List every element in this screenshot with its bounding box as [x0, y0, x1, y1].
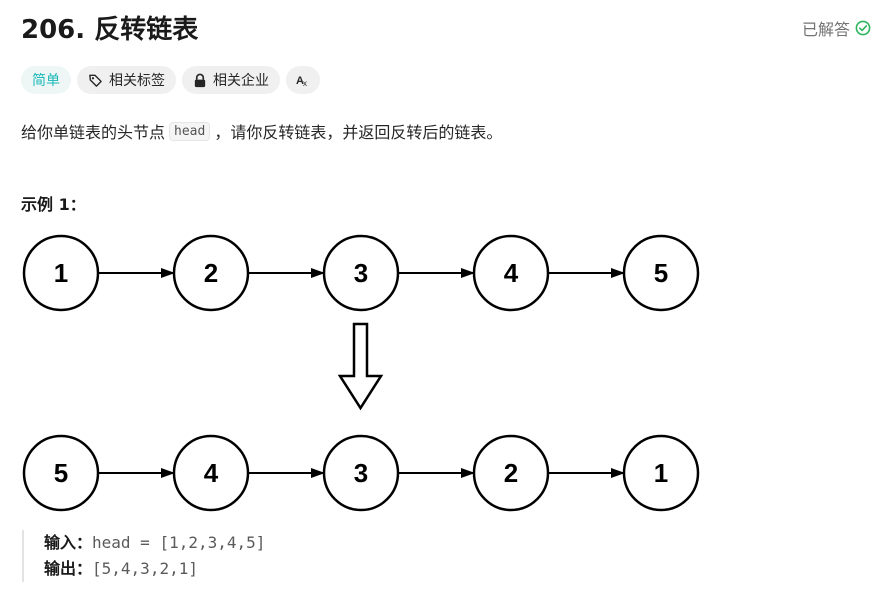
problem-title: 206. 反转链表 [21, 15, 199, 45]
original-list-node: 1 [22, 234, 100, 312]
svg-text:A: A [296, 75, 304, 87]
description-suffix: ，请你反转链表，并返回反转后的链表。 [214, 123, 503, 142]
input-label: 输入： [44, 533, 93, 552]
related-companies-label: 相关企业 [213, 73, 269, 89]
node-value: 3 [354, 258, 368, 288]
reversed-list-node: 1 [622, 434, 700, 512]
reversed-list-node: 5 [22, 434, 100, 512]
reversed-list-node: 3 [322, 434, 400, 512]
solved-label: 已解答 [801, 20, 850, 39]
node-value: 1 [654, 458, 668, 488]
original-list-node: 5 [622, 234, 700, 312]
node-value: 3 [354, 458, 368, 488]
tag-icon [89, 74, 102, 87]
output-value: [5,4,3,2,1] [92, 559, 198, 578]
example-title: 示例 1： [21, 195, 86, 214]
output-label: 输出： [44, 559, 93, 578]
inline-code-head: head [169, 121, 211, 141]
original-list: 1 2 3 4 5 [22, 234, 700, 312]
related-tags-label: 相关标签 [109, 73, 165, 89]
check-circle-icon [855, 20, 871, 36]
description-prefix: 给你单链表的头节点 [21, 123, 166, 142]
translate-button[interactable]: A x [286, 66, 320, 94]
original-list-node: 4 [472, 234, 550, 312]
related-companies-button[interactable]: 相关企业 [182, 66, 280, 94]
node-value: 1 [54, 258, 68, 288]
reversed-list-node: 2 [472, 434, 550, 512]
reverse-down-arrow-icon [337, 322, 384, 411]
original-list-node: 3 [322, 234, 400, 312]
input-value: head = [1,2,3,4,5] [92, 533, 266, 552]
node-value: 5 [654, 258, 668, 288]
lock-icon [194, 73, 206, 87]
node-value: 5 [54, 458, 68, 488]
example-output: 输出：[5,4,3,2,1] [44, 556, 265, 582]
translate-icon: A x [296, 75, 307, 88]
reversed-list-node: 4 [172, 434, 250, 512]
example-io-block: 输入：head = [1,2,3,4,5] 输出：[5,4,3,2,1] [22, 530, 265, 582]
node-value: 4 [504, 258, 519, 288]
tag-bar: 简单 相关标签 相关企业 A x [21, 66, 320, 94]
solved-status: 已解答 [802, 16, 871, 40]
problem-description: 给你单链表的头节点 head ，请你反转链表，并返回反转后的链表。 [21, 119, 502, 143]
node-value: 2 [204, 258, 218, 288]
svg-text:x: x [303, 79, 307, 88]
node-value: 2 [504, 458, 518, 488]
node-circle [622, 234, 700, 312]
reversed-list: 5 4 3 2 1 [22, 434, 700, 512]
difficulty-label: 简单 [32, 73, 60, 89]
node-value: 4 [204, 458, 219, 488]
original-list-node: 2 [172, 234, 250, 312]
difficulty-tag[interactable]: 简单 [21, 66, 71, 94]
related-tags-button[interactable]: 相关标签 [77, 66, 176, 94]
example-input: 输入：head = [1,2,3,4,5] [44, 530, 265, 556]
node-circle [622, 434, 700, 512]
linked-list-diagram: 1 2 3 4 5 5 4 3 2 1 [22, 234, 700, 512]
